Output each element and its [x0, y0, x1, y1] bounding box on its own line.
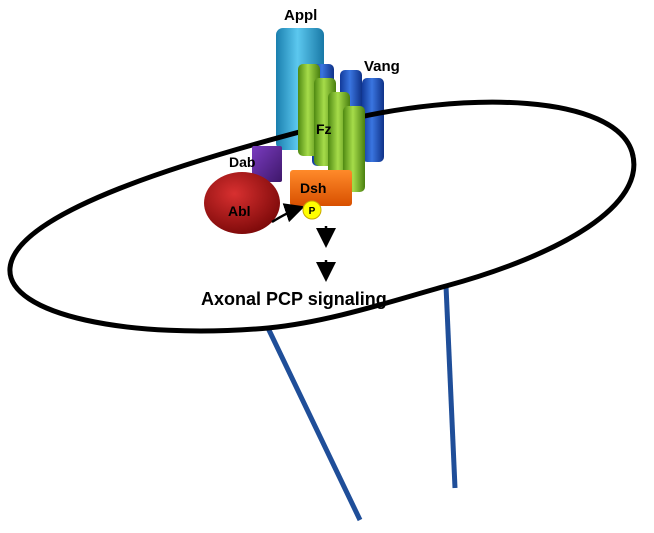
vang-label: Vang: [364, 58, 400, 75]
fz-label: Fz: [316, 121, 332, 137]
dab-label: Dab: [229, 154, 255, 170]
axon-right-line: [443, 285, 458, 489]
phosphate-circle: [302, 200, 322, 220]
cell-membrane: [7, 99, 637, 334]
abl-to-phospho-arrow: [271, 203, 305, 224]
appl-label: Appl: [284, 7, 317, 24]
pathway-label: Axonal PCP signaling: [201, 289, 387, 309]
abl-label: Abl: [228, 203, 251, 219]
abl-protein: [204, 172, 280, 234]
dab-protein: [252, 146, 282, 182]
dsh-label: Dsh: [300, 180, 326, 196]
axon-left-line: [265, 326, 363, 522]
dsh-protein: [290, 170, 352, 206]
vang-protein-3: [362, 78, 384, 162]
phospho-label: P: [309, 206, 316, 217]
